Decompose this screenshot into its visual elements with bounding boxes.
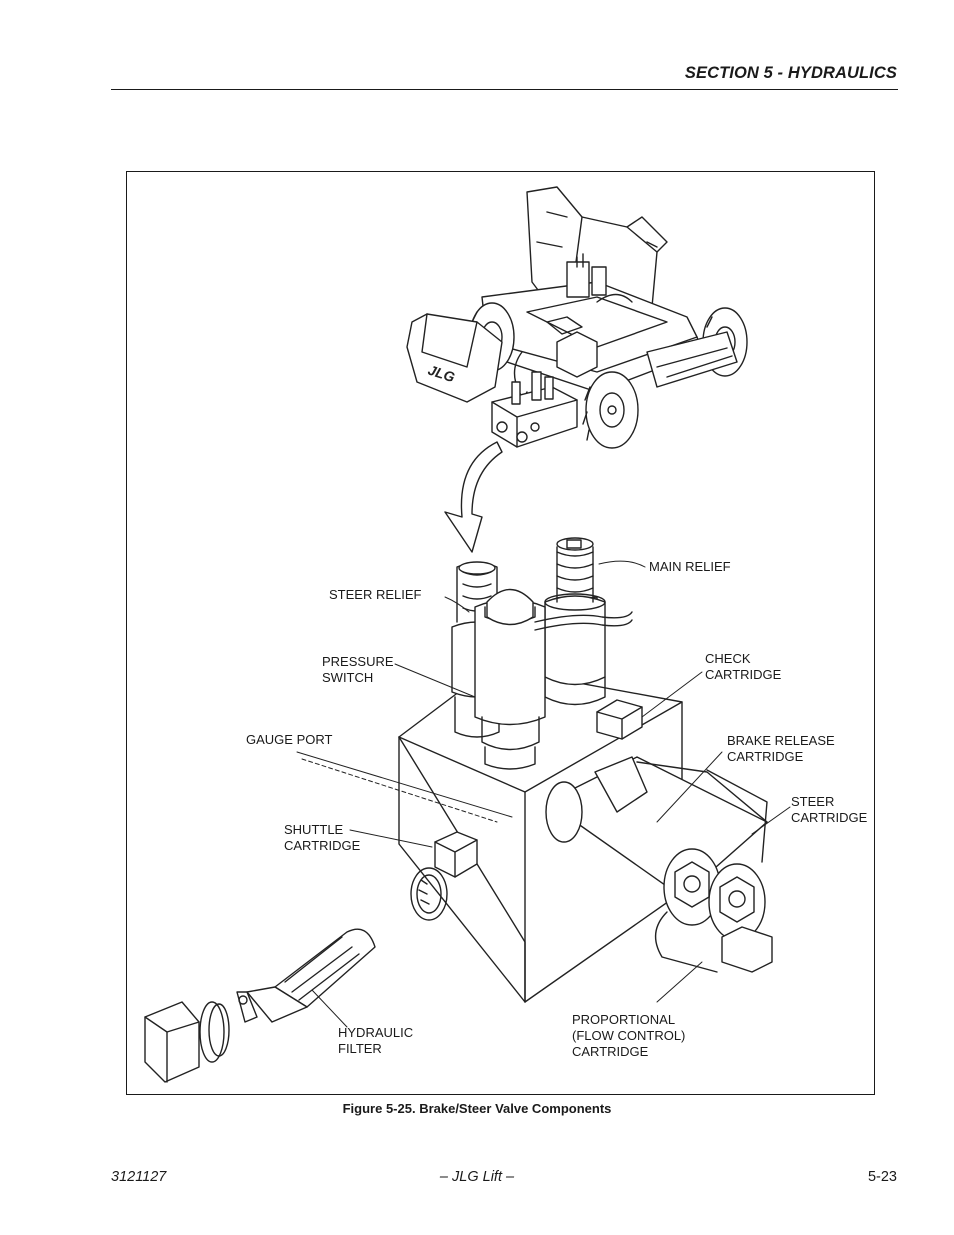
leader-steer-cartridge bbox=[751, 806, 791, 835]
callout-main-relief: MAIN RELIEF bbox=[649, 559, 731, 574]
callout-steer-relief: STEER RELIEF bbox=[329, 587, 422, 602]
header-rule bbox=[111, 89, 898, 90]
callout-hydraulic-filter: HYDRAULIC FILTER bbox=[338, 1025, 414, 1056]
machine-overview-drawing: JLG bbox=[406, 186, 748, 449]
figure-caption: Figure 5-25. Brake/Steer Valve Component… bbox=[342, 1101, 612, 1116]
valve-block-drawing bbox=[144, 537, 773, 1083]
figure-frame: JLG bbox=[126, 171, 875, 1095]
callout-gauge-port: GAUGE PORT bbox=[246, 732, 333, 747]
callout-check-cartridge: CHECK CARTRIDGE bbox=[705, 651, 782, 682]
callout-shuttle-cartridge: SHUTTLE CARTRIDGE bbox=[284, 822, 361, 853]
callout-leader-lines bbox=[296, 560, 791, 1028]
leader-steer-relief bbox=[444, 596, 470, 613]
leader-hydraulic-filter bbox=[311, 989, 348, 1028]
leader-main-relief bbox=[598, 560, 646, 568]
callout-steer-cartridge: STEER CARTRIDGE bbox=[791, 794, 868, 825]
pointer-arrow bbox=[444, 441, 503, 553]
valve-illustration: JLG bbox=[144, 186, 791, 1083]
leader-shuttle bbox=[349, 829, 433, 848]
leader-gauge-port-b bbox=[301, 758, 498, 823]
page-number: 5-23 bbox=[867, 1169, 897, 1185]
valve-thumbnail-drawing bbox=[491, 371, 578, 448]
section-title: SECTION 5 - HYDRAULICS bbox=[684, 64, 897, 82]
callout-brake-release-cartridge: BRAKE RELEASE CARTRIDGE bbox=[727, 733, 835, 764]
leader-pressure-switch bbox=[394, 663, 476, 698]
publisher-name: – JLG Lift – bbox=[439, 1169, 515, 1185]
leader-gauge-port-a bbox=[296, 751, 513, 818]
leader-proportional bbox=[656, 961, 703, 1003]
callout-proportional-cartridge: PROPORTIONAL (FLOW CONTROL) CARTRIDGE bbox=[572, 1012, 686, 1059]
leader-brake-release bbox=[656, 751, 723, 823]
leader-check-cartridge bbox=[641, 671, 703, 718]
callout-pressure-switch: PRESSURE SWITCH bbox=[322, 654, 394, 685]
document-number: 3121127 bbox=[111, 1169, 167, 1185]
